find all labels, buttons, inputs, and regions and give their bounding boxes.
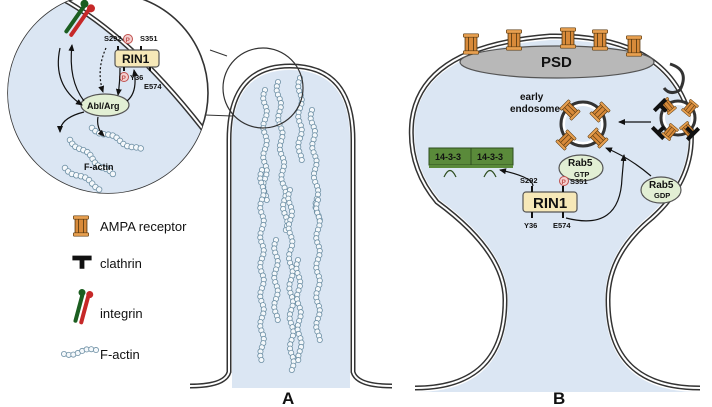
binding-groove-a xyxy=(443,169,457,178)
ampa-receptor xyxy=(505,29,523,51)
actin-monomer xyxy=(288,367,295,374)
rab5-gdp-name: Rab5 xyxy=(649,180,674,191)
legend-integrin-icon xyxy=(73,288,94,325)
inset-arrow-dotted xyxy=(98,47,107,93)
ampa-receptor xyxy=(591,29,609,51)
inset-arrow-abl-actin xyxy=(57,111,85,133)
inset-arrow-abl-integrin xyxy=(57,47,83,106)
actin-monomer xyxy=(274,316,281,323)
rin1-y36-label: Y36 xyxy=(524,221,537,230)
rin1-box xyxy=(522,191,578,213)
psd-label: PSD xyxy=(541,54,572,71)
integrin-icon xyxy=(64,0,96,37)
ampa-receptor xyxy=(559,27,577,49)
early-endosome-label-1: early xyxy=(520,92,544,103)
inset-arrow-abl-actin-2 xyxy=(97,116,105,137)
legend-ampa-label: AMPA receptor xyxy=(100,219,187,234)
spine-b-cytoplasm xyxy=(414,39,700,392)
rab5-gtp-name: Rab5 xyxy=(568,158,593,169)
ampa-receptor xyxy=(625,35,643,57)
early-endosome-label-2: endosome xyxy=(510,104,560,115)
binding-groove-b xyxy=(483,169,497,178)
arrow-rin1-to-1433 xyxy=(499,168,534,187)
inset-arrow-rin1-to-abl xyxy=(115,67,122,96)
inset-phospho-s351-p: P xyxy=(126,37,131,44)
panel-a: RIN1 S292 P S351 P Y36 E574 Abl/Arg F-ac… xyxy=(7,0,393,407)
actin-monomer xyxy=(316,336,323,343)
rin1-s292-label: S292 xyxy=(520,176,538,185)
actin-monomer xyxy=(88,346,95,353)
actin-monomer xyxy=(95,186,103,193)
actin-monomer xyxy=(298,156,305,163)
rin1-phospho-s351-p: P xyxy=(562,179,567,186)
panel-b-letter: B xyxy=(553,389,565,407)
legend-integrin-label: integrin xyxy=(100,306,143,321)
actin-monomer xyxy=(93,347,100,354)
actin-monomer xyxy=(258,356,265,363)
inset-f-actin xyxy=(61,124,144,193)
membrane-invagination xyxy=(662,62,685,95)
legend-ampa-icon xyxy=(72,215,90,237)
panel-a-letter: A xyxy=(282,389,294,407)
legend-f-actin-icon xyxy=(61,346,100,358)
rab5-gdp xyxy=(640,176,682,204)
actin-monomer xyxy=(109,170,117,178)
arrow-gdp-to-gtp xyxy=(605,147,652,177)
rin1-e574-label: E574 xyxy=(553,221,571,230)
inset-arrow-integrin-abl xyxy=(68,44,85,102)
rab5-gdp-state: GDP xyxy=(654,191,670,200)
inset-rin1-box xyxy=(114,49,160,68)
inset-phospho-y36-p: P xyxy=(122,75,127,82)
protein-1433-a-label: 14-3-3 xyxy=(435,152,461,162)
inset-phospho-s351 xyxy=(123,34,133,44)
inset-f-actin-label: F-actin xyxy=(84,162,114,172)
protein-1433-b-label: 14-3-3 xyxy=(477,152,503,162)
legend-clathrin-label: clathrin xyxy=(100,256,142,271)
rab5-gtp-state: GTP xyxy=(574,170,589,179)
inset-e574-label: E574 xyxy=(144,82,162,91)
actin-monomer xyxy=(263,196,270,203)
rin1-s351-label: S351 xyxy=(570,177,588,186)
inset-rin1-label: RIN1 xyxy=(122,52,150,66)
actin-monomer xyxy=(137,145,144,152)
legend: AMPA receptor clathrin integrin F-actin xyxy=(61,215,187,362)
zoom-source-circle xyxy=(222,47,304,129)
abl-arg-label: Abl/Arg xyxy=(87,101,120,111)
psd xyxy=(459,45,655,79)
legend-f-actin-label: F-actin xyxy=(100,347,140,362)
inset-s351-label: S351 xyxy=(140,34,158,43)
rab5-gtp xyxy=(558,154,604,182)
actin-monomer xyxy=(61,350,68,357)
inset-arrow-abl-to-rin1 xyxy=(126,69,139,102)
actin-monomer xyxy=(295,357,302,364)
inset-y36-label: Y36 xyxy=(130,73,143,82)
panel-b: PSD early endosome Rab5 GTP Rab5 GDP 14- xyxy=(408,27,701,407)
legend-clathrin-icon xyxy=(72,255,92,269)
f-actin-filaments xyxy=(257,75,323,374)
inset-s292-label: S292 xyxy=(104,34,122,43)
rin1-phospho-s351 xyxy=(559,176,569,186)
rin1-label: RIN1 xyxy=(533,195,567,212)
ampa-receptor xyxy=(462,33,480,55)
arrow-rin1-to-rab5 xyxy=(565,154,627,222)
